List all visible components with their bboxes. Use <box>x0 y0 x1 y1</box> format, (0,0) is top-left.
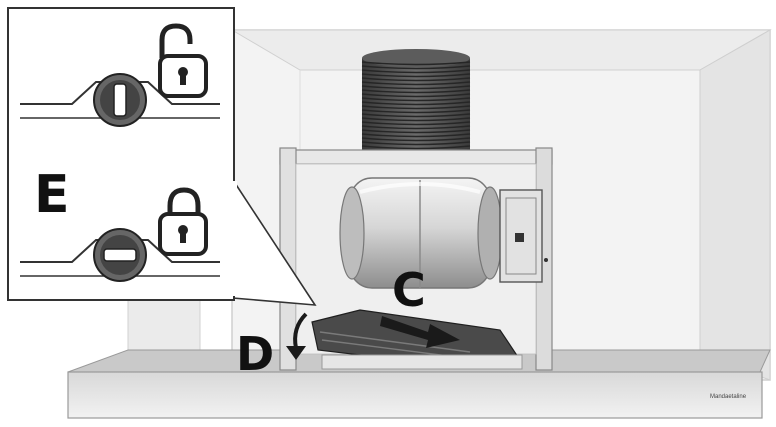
arrow-down <box>286 312 308 360</box>
duct-rib <box>361 81 471 86</box>
step-label-e: E <box>34 165 70 225</box>
duct-rib <box>361 73 471 78</box>
step-label-d: D <box>236 327 274 381</box>
control-box <box>499 189 548 283</box>
duct-rib <box>361 69 471 74</box>
latch-unlocked <box>20 73 220 127</box>
duct-rib <box>361 137 471 142</box>
locked-padlock-icon <box>158 187 208 256</box>
duct-rib <box>361 109 471 114</box>
arrow-slide-right <box>380 316 460 348</box>
duct-rib <box>361 93 471 98</box>
duct-rib <box>361 77 471 82</box>
duct-rib <box>361 125 471 130</box>
duct-rib <box>361 97 471 102</box>
duct-rib <box>361 89 471 94</box>
duct-rib <box>361 145 471 150</box>
duct-rib <box>361 61 471 66</box>
duct-rib <box>361 105 471 110</box>
latch-locked <box>20 228 220 282</box>
exhaust-duct <box>361 49 471 163</box>
duct-rib <box>361 65 471 70</box>
duct-rib <box>361 113 471 118</box>
duct-rib <box>361 101 471 106</box>
duct-rib <box>361 121 471 126</box>
step-label-c: C <box>392 263 426 317</box>
inset-detail-box: E <box>7 7 237 301</box>
duct-rib <box>361 141 471 146</box>
unlocked-padlock-icon <box>158 23 208 98</box>
duct-rib <box>361 85 471 90</box>
filter-panel <box>311 309 523 370</box>
blower-fan <box>339 177 503 289</box>
brand-mark: Mandaetaline <box>710 394 747 400</box>
duct-rib <box>361 133 471 138</box>
duct-rib <box>361 129 471 134</box>
duct-rib <box>361 117 471 122</box>
